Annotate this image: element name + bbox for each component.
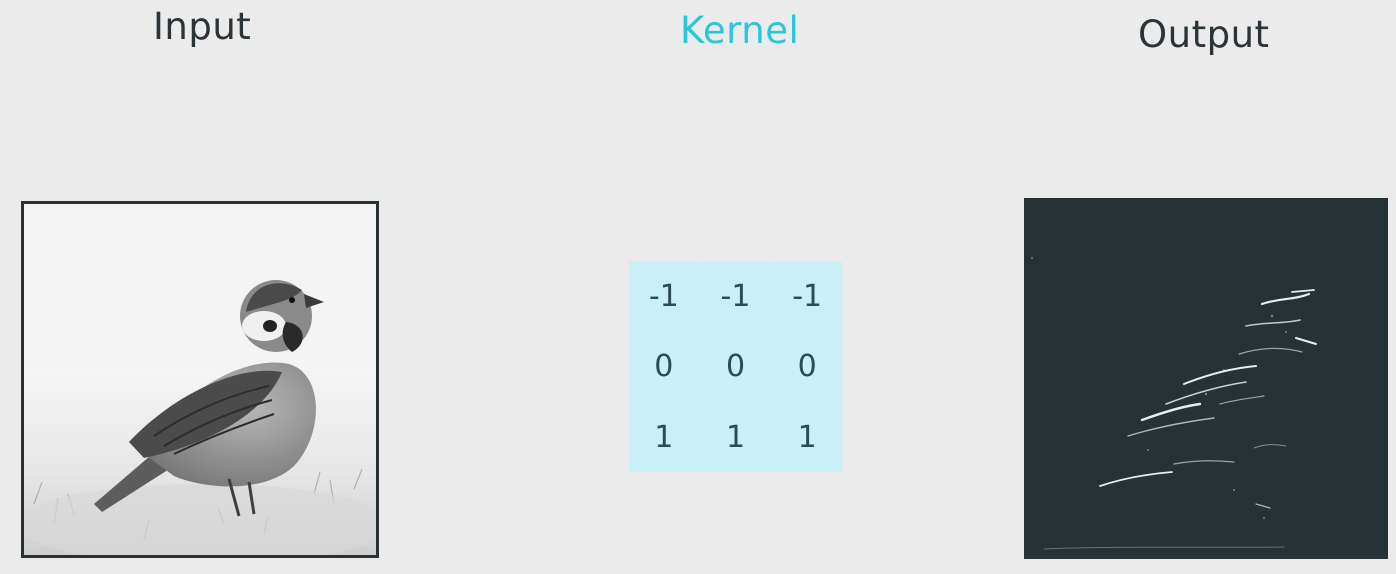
input-title: Input	[153, 5, 252, 48]
kernel-cell: 0	[629, 332, 699, 402]
kernel-cell: -1	[700, 262, 771, 331]
kernel-cell: -1	[772, 262, 842, 331]
kernel-title: Kernel	[680, 9, 800, 52]
kernel-cell: -1	[629, 262, 699, 331]
output-title: Output	[1138, 13, 1270, 56]
output-image	[1024, 198, 1388, 559]
sparrow-photo	[24, 204, 376, 555]
kernel-cell: 1	[772, 403, 842, 472]
input-image	[21, 201, 379, 558]
kernel-cell: 1	[700, 403, 771, 472]
kernel-cell: 1	[629, 403, 699, 472]
kernel-cell: 0	[772, 332, 842, 402]
kernel-grid: -1 -1 -1 0 0 0 1 1 1	[629, 262, 842, 472]
edge-map	[1024, 198, 1388, 559]
kernel-cell: 0	[700, 332, 771, 402]
